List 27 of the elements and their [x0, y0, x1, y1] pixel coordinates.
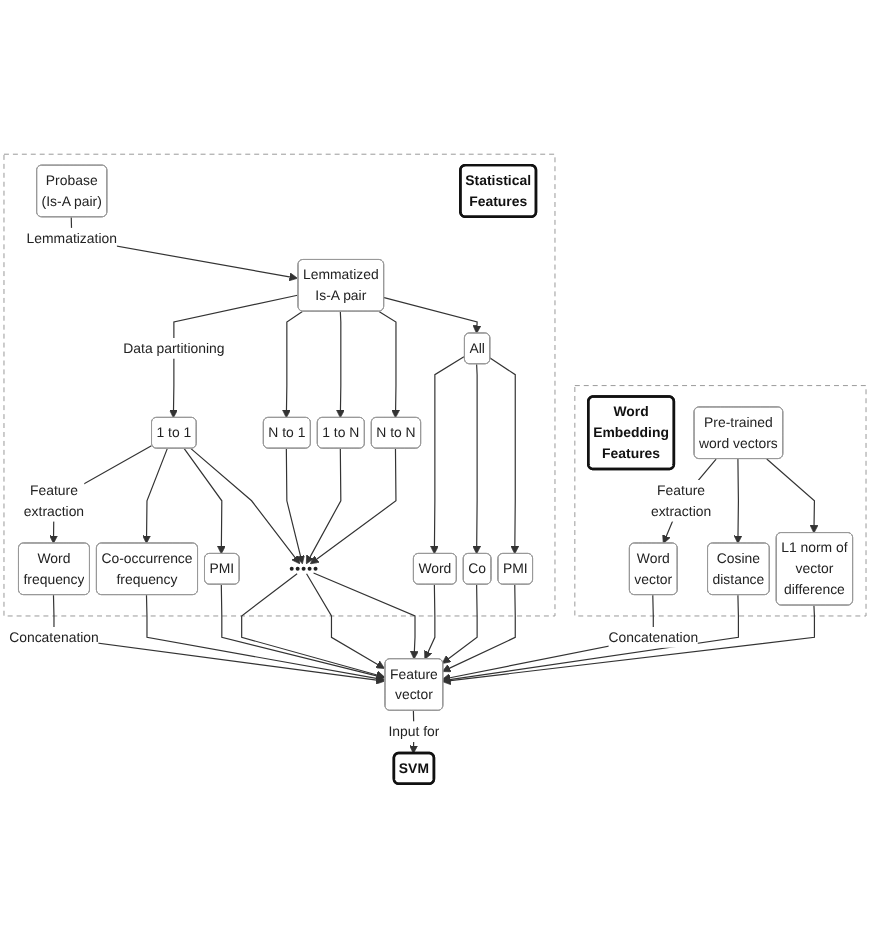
- arrow: [441, 584, 516, 673]
- arrow: [336, 311, 345, 419]
- arrow: [190, 448, 301, 565]
- arrow: [305, 448, 342, 565]
- arrow: [305, 573, 385, 669]
- arrow: [145, 594, 385, 683]
- cluster: [3, 153, 556, 617]
- arrow: [441, 604, 815, 685]
- arrow: [430, 356, 465, 555]
- arrow: [169, 294, 299, 419]
- arrow: [733, 458, 743, 544]
- arrow: [241, 573, 385, 680]
- arrow: [282, 311, 303, 419]
- arrow: [285, 448, 305, 565]
- arrow: [766, 458, 819, 534]
- arrow: [472, 363, 482, 555]
- arrow: [378, 310, 400, 419]
- arrow: [309, 448, 397, 565]
- arrow: [312, 572, 419, 660]
- cluster: [574, 385, 867, 617]
- arrow: [183, 448, 226, 555]
- arrow: [488, 357, 520, 555]
- arrow: [52, 594, 385, 685]
- arrow: [441, 584, 478, 664]
- arrow: [382, 296, 482, 334]
- arrow: [424, 584, 436, 660]
- arrow: [142, 448, 168, 544]
